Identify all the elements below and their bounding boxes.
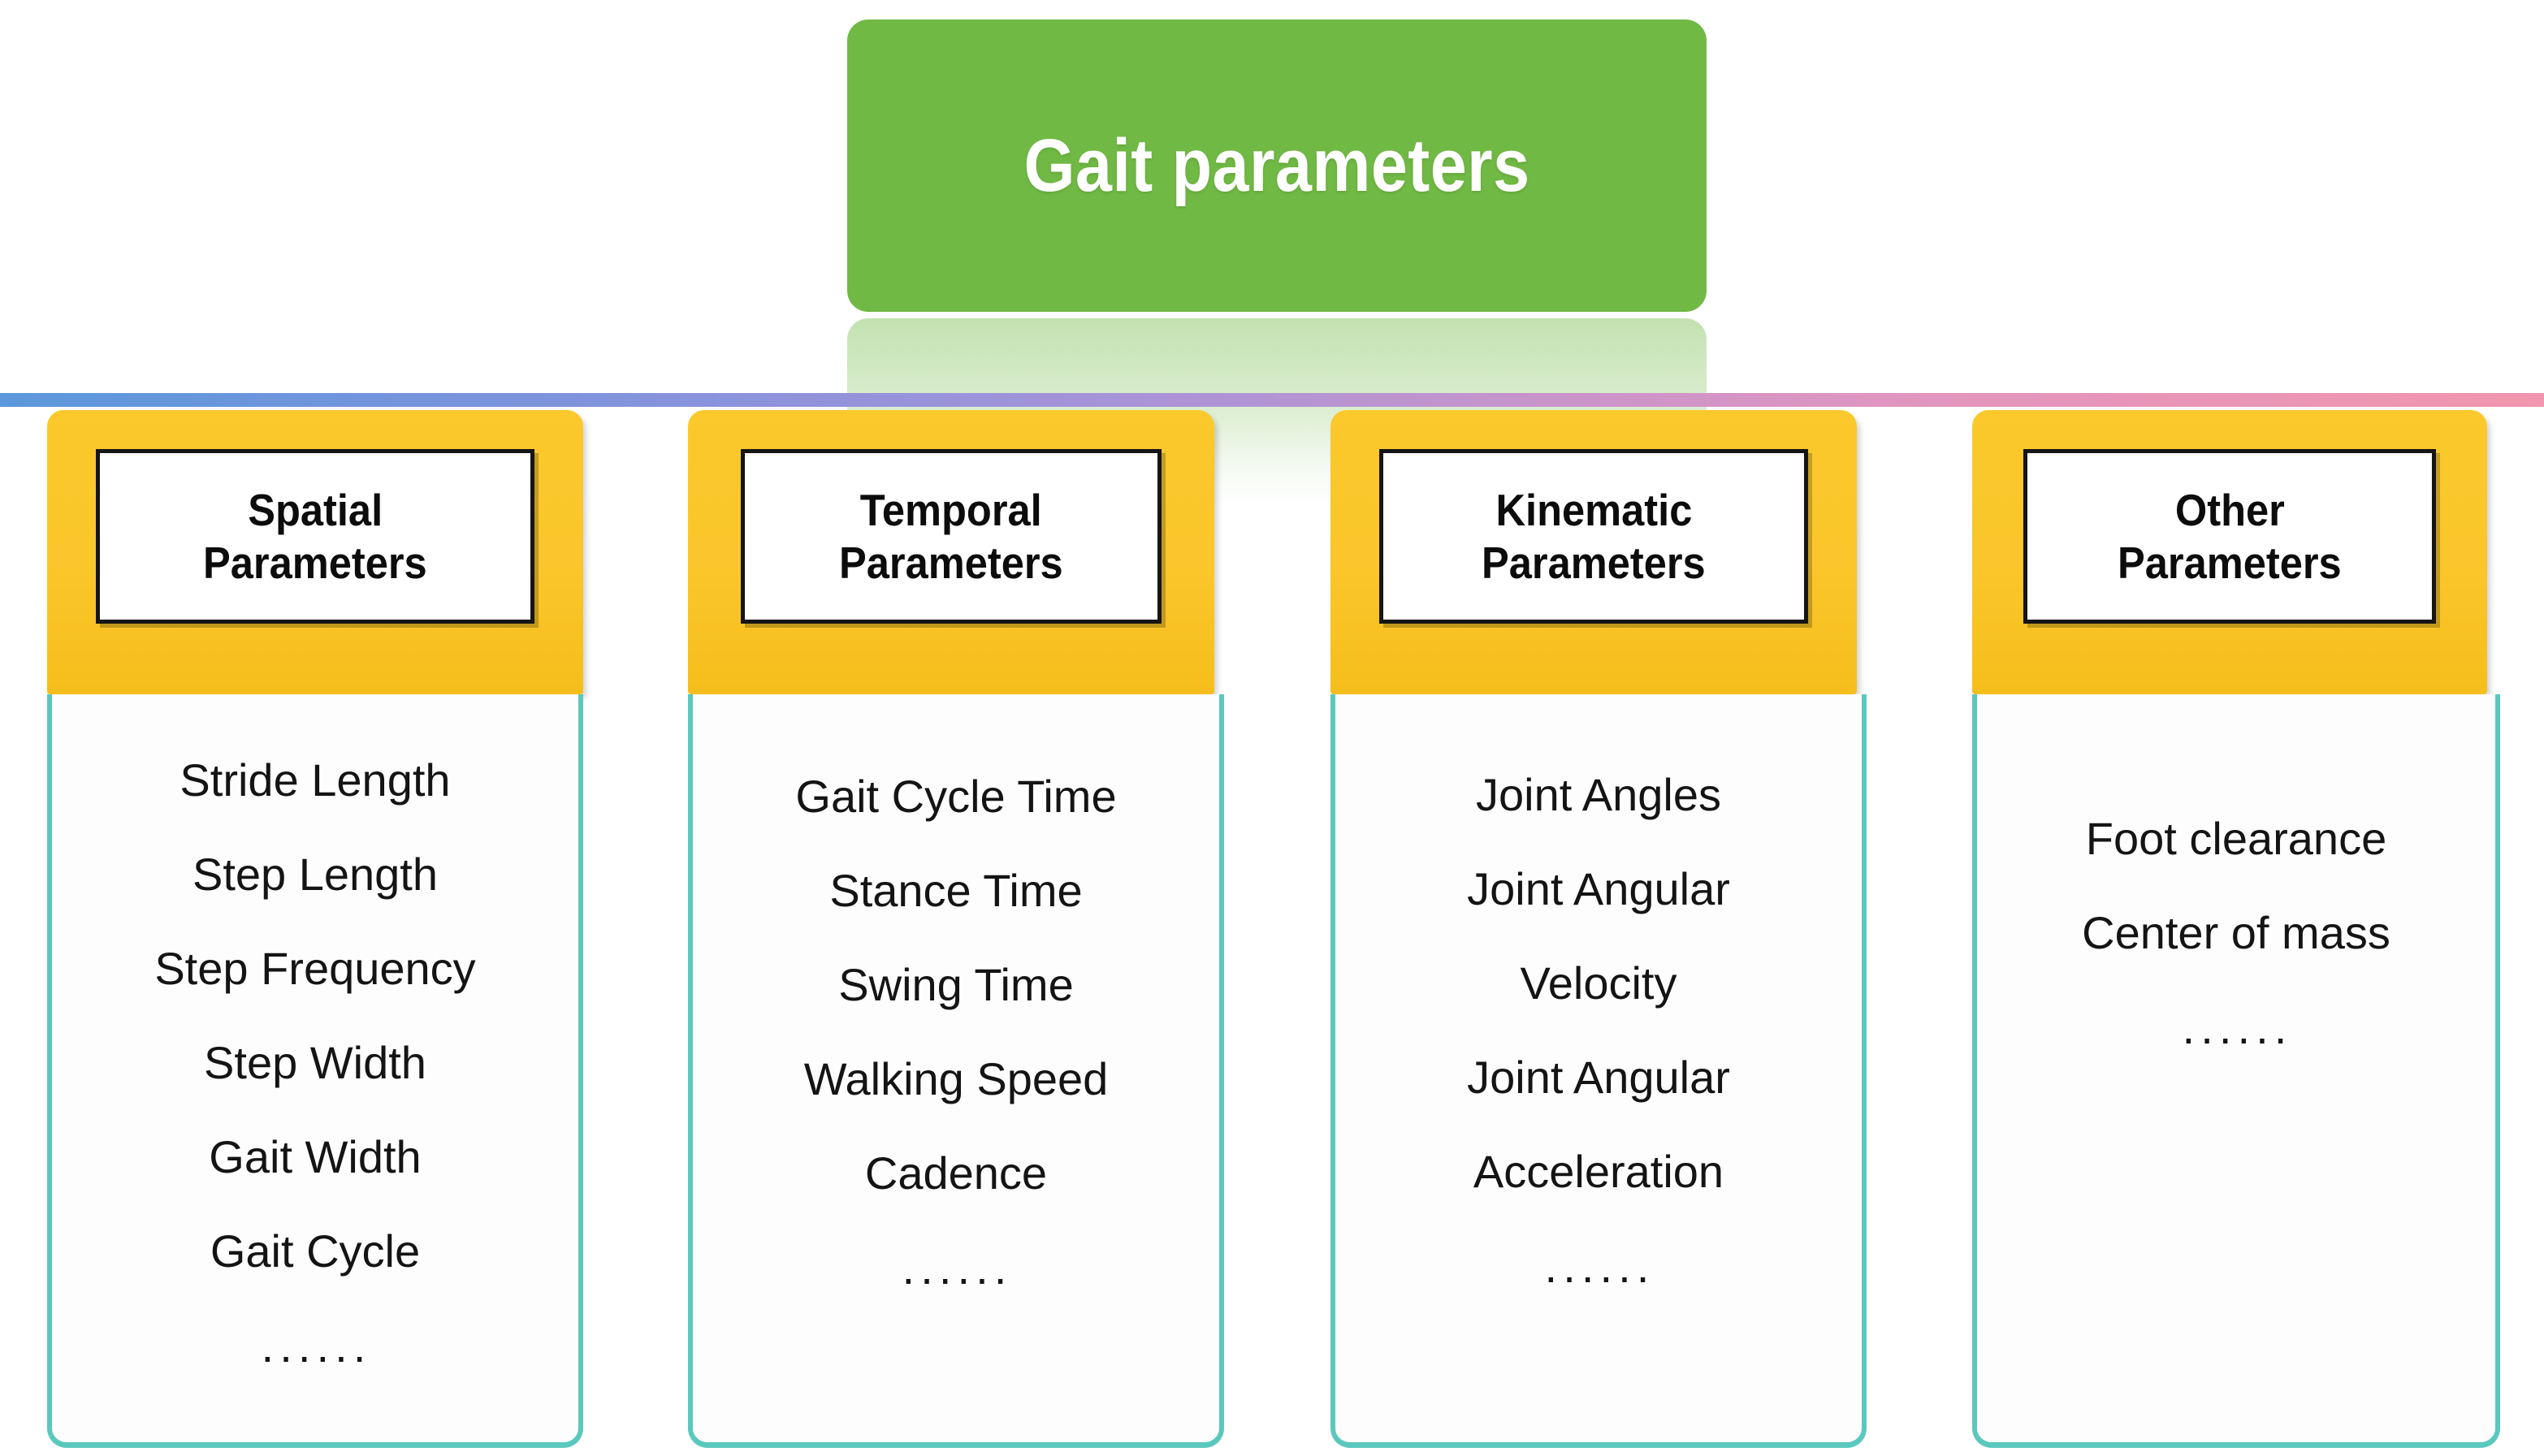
card-kinematic-title-line2: Parameters bbox=[1482, 537, 1706, 588]
card-bottom-rule bbox=[1330, 1442, 1867, 1448]
card-kinematic-title-line1: Kinematic bbox=[1495, 484, 1692, 535]
ellipsis-indicator: ······ bbox=[901, 1252, 1011, 1303]
card-kinematic-header: Kinematic Parameters bbox=[1330, 410, 1857, 694]
list-item: Gait Cycle Time bbox=[795, 771, 1117, 822]
list-item: Foot clearance bbox=[2085, 813, 2387, 864]
card-temporal-body: Gait Cycle Time Stance Time Swing Time W… bbox=[688, 694, 1224, 1448]
list-item: Cadence bbox=[864, 1147, 1048, 1199]
list-item: Step Frequency bbox=[154, 943, 476, 994]
card-temporal-title-line2: Parameters bbox=[839, 537, 1063, 588]
list-item: Walking Speed bbox=[803, 1053, 1109, 1104]
list-item: Step Width bbox=[204, 1037, 426, 1088]
card-spatial-title-line1: Spatial bbox=[248, 484, 383, 535]
list-item: Swing Time bbox=[838, 959, 1074, 1010]
card-other-title-line2: Parameters bbox=[2118, 537, 2342, 588]
card-temporal-header: Temporal Parameters bbox=[688, 410, 1214, 694]
card-spatial-header-box: Spatial Parameters bbox=[96, 449, 534, 624]
list-item: Acceleration bbox=[1473, 1146, 1724, 1197]
card-spatial-body: Stride Length Step Length Step Frequency… bbox=[47, 694, 583, 1448]
ellipsis-indicator: ······ bbox=[2181, 1012, 2291, 1063]
gradient-divider bbox=[0, 393, 2544, 407]
card-spatial-title-line2: Parameters bbox=[203, 537, 427, 588]
list-item: Stance Time bbox=[829, 865, 1083, 916]
page-title: Gait parameters bbox=[1023, 123, 1530, 207]
card-kinematic-parameters: Kinematic Parameters Joint Angles Joint … bbox=[1330, 410, 1867, 1448]
card-kinematic-body: Joint Angles Joint Angular Velocity Join… bbox=[1330, 694, 1867, 1448]
card-temporal-header-box: Temporal Parameters bbox=[741, 449, 1162, 624]
ellipsis-indicator: ······ bbox=[260, 1330, 370, 1381]
card-other-header: Other Parameters bbox=[1972, 410, 2487, 694]
card-bottom-rule bbox=[47, 1442, 583, 1448]
card-spatial-header: Spatial Parameters bbox=[47, 410, 583, 694]
gait-parameters-title-box: Gait parameters bbox=[847, 19, 1707, 312]
card-bottom-rule bbox=[1972, 1442, 2500, 1448]
card-bottom-rule bbox=[688, 1442, 1224, 1448]
list-item: Joint Angular bbox=[1467, 1052, 1730, 1103]
list-item: Gait Cycle bbox=[210, 1225, 421, 1277]
ellipsis-indicator: ······ bbox=[1543, 1251, 1654, 1302]
card-temporal-parameters: Temporal Parameters Gait Cycle Time Stan… bbox=[688, 410, 1224, 1448]
card-other-body: Foot clearance Center of mass ······ bbox=[1972, 694, 2500, 1448]
list-item: Velocity bbox=[1520, 957, 1677, 1009]
card-kinematic-header-box: Kinematic Parameters bbox=[1379, 449, 1808, 624]
card-spatial-parameters: Spatial Parameters Stride Length Step Le… bbox=[47, 410, 583, 1448]
card-temporal-title-line1: Temporal bbox=[859, 484, 1042, 535]
list-item: Gait Width bbox=[209, 1131, 422, 1182]
card-other-parameters: Other Parameters Foot clearance Center o… bbox=[1972, 410, 2500, 1448]
card-other-title-line1: Other bbox=[2174, 484, 2285, 535]
list-item: Center of mass bbox=[2082, 907, 2390, 958]
list-item: Stride Length bbox=[180, 754, 451, 806]
list-item: Joint Angular bbox=[1467, 863, 1730, 914]
list-item: Joint Angles bbox=[1476, 769, 1721, 820]
list-item: Step Length bbox=[192, 849, 439, 900]
card-other-header-box: Other Parameters bbox=[2023, 449, 2436, 624]
